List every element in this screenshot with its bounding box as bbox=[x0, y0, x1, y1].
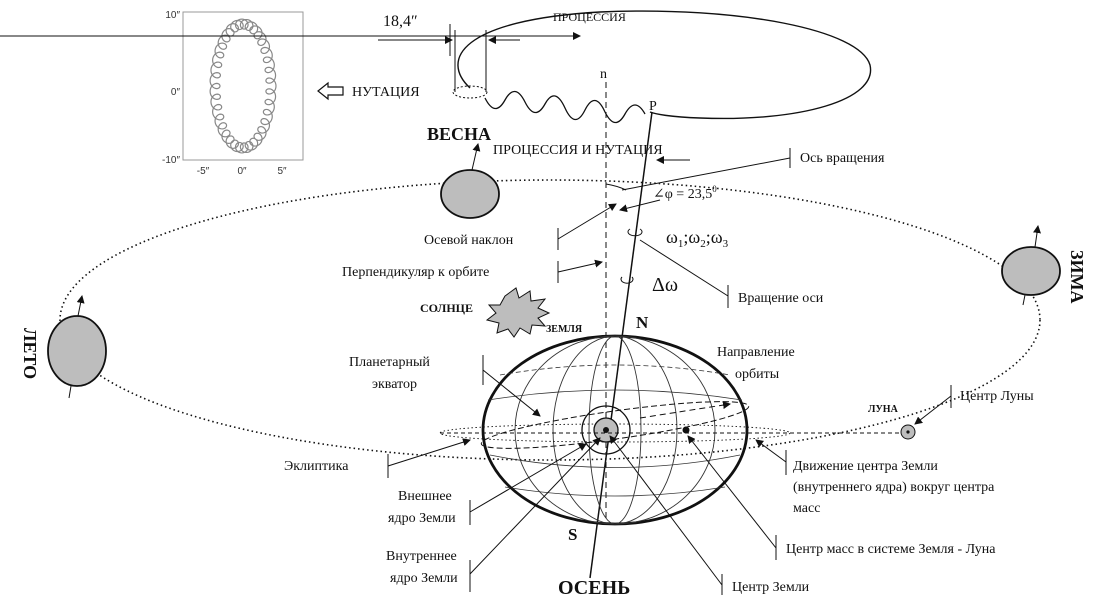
moon-center-label: Центр Луны bbox=[960, 389, 1034, 404]
barycenter-label: Центр масс в системе Земля - Луна bbox=[786, 542, 996, 557]
south-label: S bbox=[568, 525, 577, 544]
p-label: P bbox=[649, 99, 657, 114]
motion-label-3: масс bbox=[793, 501, 820, 516]
planet-equator-label-1: Планетарный bbox=[349, 355, 430, 370]
planet-winter: ЗИМА bbox=[1001, 225, 1087, 306]
inset-frame bbox=[182, 11, 304, 161]
orbit-direction-label-2: орбиты bbox=[735, 367, 780, 382]
summer-label: ЛЕТО bbox=[20, 328, 40, 379]
axis-rotation-label: Вращение оси bbox=[738, 291, 824, 306]
perpendicular-callout: Перпендикуляр к орбите bbox=[342, 259, 603, 283]
inner-core-callout: Внутреннее ядро Земли bbox=[386, 437, 601, 592]
delta-omega-arrow-icon bbox=[620, 276, 634, 284]
motion-label-2: (внутреннего ядра) вокруг центра bbox=[793, 480, 995, 495]
n-label: n bbox=[600, 67, 607, 82]
nutation-inset-chart: 10″ 0″ -10″ -5″ 0″ 5″ bbox=[162, 10, 304, 177]
inset-xtick-right: 5″ bbox=[277, 166, 287, 177]
rotation-arrow-icon bbox=[627, 228, 643, 237]
nutation-wave bbox=[484, 90, 646, 124]
moon-center-callout: Центр Луны bbox=[914, 385, 1034, 425]
earth-center-callout: Центр Земли bbox=[609, 435, 810, 595]
inset-ytick-top: 10″ bbox=[165, 10, 180, 21]
inner-core-label-1: Внутреннее bbox=[386, 549, 457, 564]
perpendicular-label: Перпендикуляр к орбите bbox=[342, 265, 489, 280]
rotation-axis bbox=[589, 111, 653, 579]
precession-label: ПРОЦЕССИЯ bbox=[553, 10, 626, 24]
aberration-label: 18,4″ bbox=[383, 13, 418, 30]
precession-nutation-label: ПРОЦЕССИЯ И НУТАЦИЯ bbox=[493, 143, 663, 158]
spring-label: ВЕСНА bbox=[427, 124, 491, 144]
outer-core-callout: Внешнее ядро Земли bbox=[388, 443, 587, 526]
axial-tilt-callout: Осевой наклон bbox=[424, 203, 617, 250]
rotation-axis-label: Ось вращения bbox=[800, 151, 885, 166]
omegas-label: ω1;ω2;ω3 bbox=[666, 227, 729, 250]
inset-xtick-mid: 0″ bbox=[237, 166, 247, 177]
nutation-label: НУТАЦИЯ bbox=[352, 85, 420, 100]
tilt-angle-arc bbox=[605, 183, 627, 191]
inset-ytick-mid: 0″ bbox=[171, 87, 181, 98]
rotation-axis-callout: Ось вращения bbox=[621, 148, 885, 191]
precession-ellipse: 18,4″ ПРОЦЕССИЯ bbox=[0, 10, 872, 124]
planet-spring: ВЕСНА bbox=[427, 124, 500, 219]
axial-tilt-label: Осевой наклон bbox=[424, 233, 514, 248]
central-earth bbox=[439, 334, 791, 526]
moon-label: ЛУНА bbox=[868, 404, 899, 415]
earth-motion-callout: Движение центра Земли (внутреннего ядра)… bbox=[755, 439, 995, 516]
earth-center-dot bbox=[603, 427, 609, 433]
outer-core-label-1: Внешнее bbox=[398, 489, 452, 504]
inner-core-label-2: ядро Земли bbox=[390, 571, 458, 586]
axis-rotation-callout: Вращение оси bbox=[639, 239, 824, 308]
sun-icon bbox=[485, 287, 551, 338]
outer-core-label-2: ядро Земли bbox=[388, 511, 456, 526]
delta-omega-label: Δω bbox=[652, 274, 678, 296]
earth-label: ЗЕМЛЯ bbox=[546, 324, 583, 335]
north-label: N bbox=[636, 313, 649, 332]
earth-orbit bbox=[59, 179, 1041, 461]
motion-label-1: Движение центра Земли bbox=[793, 459, 938, 474]
angle-label: ∠φ = 23,50 bbox=[653, 184, 717, 202]
sun-label: СОЛНЦЕ bbox=[420, 301, 473, 315]
nutation-start-ellipse bbox=[452, 85, 488, 99]
planet-summer: ЛЕТО bbox=[20, 295, 107, 399]
inset-ytick-bottom: -10″ bbox=[162, 155, 180, 166]
inset-xtick-left: -5″ bbox=[197, 166, 210, 177]
nutation-loop-curve bbox=[209, 18, 277, 154]
barycenter-dot bbox=[682, 426, 690, 434]
autumn-label: ОСЕНЬ bbox=[558, 577, 630, 595]
planet-equator-callout: Планетарный экватор bbox=[349, 355, 541, 417]
orbit-direction-label-1: Направление bbox=[717, 345, 795, 360]
outer-core bbox=[581, 405, 631, 455]
ecliptic-label: Эклиптика bbox=[284, 459, 349, 474]
planet-equator-label-2: экватор bbox=[372, 377, 417, 392]
earth-center-label: Центр Земли bbox=[732, 580, 810, 595]
barycenter-callout: Центр масс в системе Земля - Луна bbox=[687, 435, 996, 560]
hollow-arrow-icon bbox=[317, 81, 344, 101]
ecliptic-callout: Эклиптика bbox=[284, 438, 471, 478]
winter-label: ЗИМА bbox=[1067, 250, 1087, 304]
